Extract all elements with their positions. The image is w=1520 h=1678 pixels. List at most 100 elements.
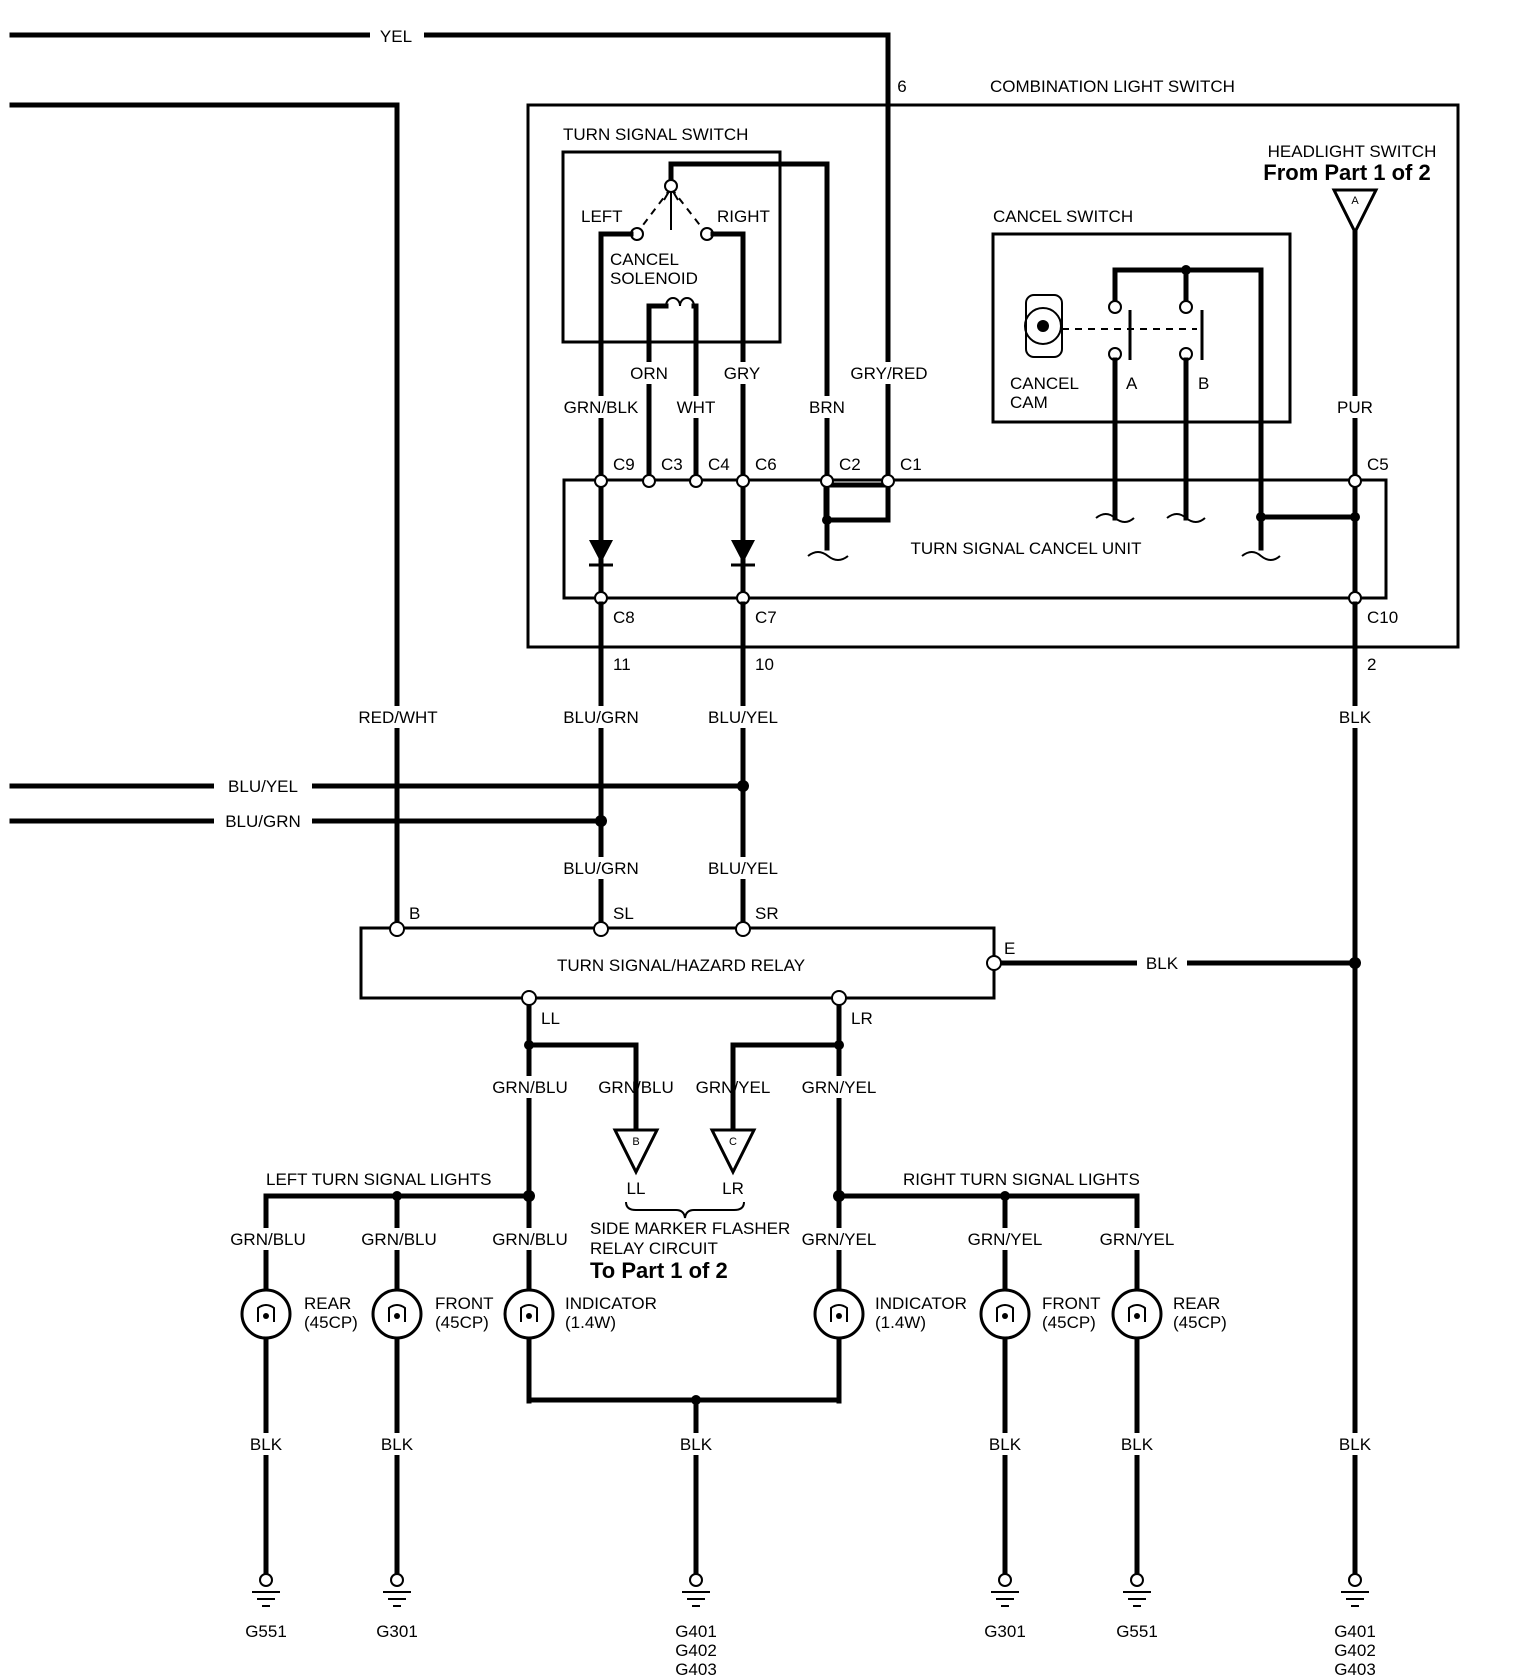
switch-arm-right	[670, 187, 707, 234]
label-connector-b: B	[632, 1136, 639, 1148]
ground-g551-right-icon	[1123, 1573, 1151, 1607]
switch-arm-left	[636, 187, 672, 234]
label-grn-blu-front: GRN/BLU	[361, 1230, 437, 1249]
label-orn: ORN	[630, 364, 668, 383]
relay-pin-b	[389, 921, 405, 937]
label-c5: C5	[1367, 455, 1389, 474]
label-g551-right: G551	[1116, 1622, 1158, 1641]
wire-ind-return	[526, 1347, 842, 1403]
wire-gry	[710, 231, 746, 543]
label-wht: WHT	[677, 398, 716, 417]
junction-blu-grn	[595, 815, 607, 827]
label-brn: BRN	[809, 398, 845, 417]
junction-right-ind	[833, 1190, 845, 1202]
label-cancel-switch: CANCEL SWITCH	[993, 207, 1133, 226]
label-c4: C4	[708, 455, 730, 474]
label-blu-yel-left: BLU/YEL	[228, 777, 298, 796]
relay-pin-e	[986, 955, 1002, 971]
label-left-lights: LEFT TURN SIGNAL LIGHTS	[266, 1170, 491, 1189]
internal-lead-b	[1166, 513, 1206, 523]
label-red-wht: RED/WHT	[358, 708, 437, 727]
label-relay-title: TURN SIGNAL/HAZARD RELAY	[557, 956, 805, 975]
label-connector-a: A	[1351, 195, 1359, 207]
turn-signal-switch-box	[561, 150, 782, 344]
label-pin-10: 10	[755, 655, 774, 674]
junction-c2-internal	[822, 515, 832, 525]
diode-left	[589, 540, 613, 563]
junction-ll-side	[524, 1040, 534, 1050]
label-right-rear-2: (45CP)	[1173, 1313, 1227, 1332]
label-g402-center: G402	[675, 1641, 717, 1660]
connector-a-triangle	[1331, 188, 1379, 236]
label-relay-pin-lr: LR	[851, 1009, 873, 1028]
wire-grn-blu-side	[526, 1042, 639, 1131]
label-blk-g401: BLK	[680, 1435, 713, 1454]
relay-pin-sr	[735, 921, 751, 937]
ground-g401-right-icon	[1341, 1573, 1369, 1607]
internal-lead-a	[1095, 513, 1135, 523]
solenoid-coil	[665, 297, 695, 307]
label-yel: YEL	[380, 27, 412, 46]
junction-left-front	[392, 1191, 402, 1201]
wire-grn-yel-side	[730, 1042, 842, 1131]
label-side-marker-2: RELAY CIRCUIT	[590, 1239, 718, 1258]
wire-right-bus	[836, 1193, 1140, 1291]
label-grn-yel-rear: GRN/YEL	[1100, 1230, 1175, 1249]
cancel-cam-ring	[1024, 307, 1062, 345]
label-g301-left: G301	[376, 1622, 418, 1641]
label-blu-grn-left: BLU/GRN	[225, 812, 301, 831]
label-blu-yel-upper: BLU/YEL	[708, 708, 778, 727]
label-left-ind-2: (1.4W)	[565, 1313, 616, 1332]
label-left-rear-2: (45CP)	[304, 1313, 358, 1332]
label-grn-blu-side: GRN/BLU	[598, 1078, 674, 1097]
label-left-front-2: (45CP)	[435, 1313, 489, 1332]
label-cancel-unit: TURN SIGNAL CANCEL UNIT	[910, 539, 1141, 558]
pin-c5	[1348, 474, 1362, 488]
switch-pivot	[664, 179, 678, 193]
contact-b-top	[1179, 300, 1193, 314]
label-grn-yel-front: GRN/YEL	[968, 1230, 1043, 1249]
label-c9: C9	[613, 455, 635, 474]
label-pin-11: 11	[613, 655, 631, 674]
label-c6: C6	[755, 455, 777, 474]
ground-g301-right-icon	[991, 1573, 1019, 1607]
label-blk-upper: BLK	[1339, 708, 1372, 727]
wire-red-wht	[9, 102, 400, 931]
label-blk-g551-left: BLK	[250, 1435, 283, 1454]
label-g551-left: G551	[245, 1622, 287, 1641]
label-headlight-switch: HEADLIGHT SWITCH	[1268, 142, 1437, 161]
label-left-front-1: FRONT	[435, 1294, 494, 1313]
label-relay-pin-b: B	[409, 904, 420, 923]
label-blu-grn-lower: BLU/GRN	[563, 859, 639, 878]
relay-pin-sl	[593, 921, 609, 937]
label-right-ind-1: INDICATOR	[875, 1294, 967, 1313]
label-pur: PUR	[1337, 398, 1373, 417]
label-g402-right: G402	[1334, 1641, 1376, 1660]
label-side-ll: LL	[627, 1179, 646, 1198]
junction-left-ind	[523, 1190, 535, 1202]
label-headlight-ref: From Part 1 of 2	[1263, 160, 1430, 185]
label-grn-blu-rear: GRN/BLU	[230, 1230, 306, 1249]
junction-right-front	[1000, 1191, 1010, 1201]
label-cancel-solenoid-2: SOLENOID	[610, 269, 698, 288]
pin-c1	[881, 474, 895, 488]
relay-pin-ll	[521, 990, 537, 1006]
label-contact-a: A	[1126, 374, 1138, 393]
label-cancel-solenoid-1: CANCEL	[610, 250, 679, 269]
label-right-front-1: FRONT	[1042, 1294, 1101, 1313]
bulb-left-front-icon	[371, 1288, 423, 1340]
label-right: RIGHT	[717, 207, 770, 226]
cancel-switch-box	[991, 232, 1292, 424]
label-connector-c: C	[729, 1136, 737, 1148]
label-blk-e: BLK	[1146, 954, 1179, 973]
label-grn-yel-side: GRN/YEL	[696, 1078, 771, 1097]
label-contact-b: B	[1198, 374, 1209, 393]
label-c10: C10	[1367, 608, 1398, 627]
label-relay-pin-sl: SL	[613, 904, 634, 923]
ground-g301-left-icon	[383, 1573, 411, 1607]
wire-switch-common	[668, 161, 830, 483]
label-gry: GRY	[724, 364, 761, 383]
bulb-left-rear-icon	[240, 1288, 292, 1340]
label-side-lr: LR	[722, 1179, 744, 1198]
